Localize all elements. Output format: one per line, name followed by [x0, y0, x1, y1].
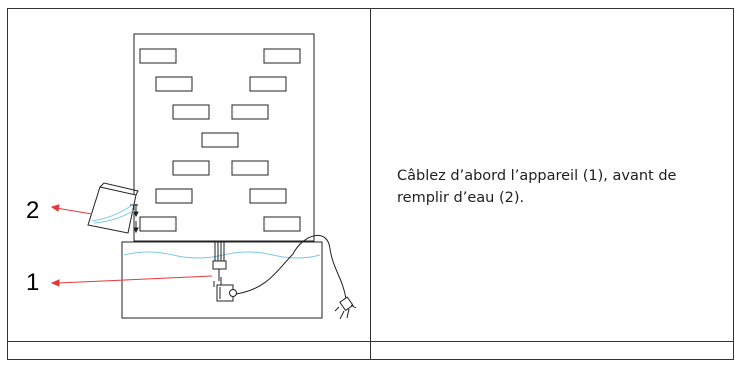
installation-diagram: [50, 33, 357, 320]
power-cable: [235, 234, 347, 300]
water-surface: [123, 251, 321, 259]
callout-arrow-2: [50, 204, 93, 215]
table-bottom-line: [7, 341, 734, 342]
callout-label-2: 2: [26, 197, 40, 224]
instruction-text: Câblez d’abord l’appareil (1), avant de …: [397, 168, 677, 206]
illustration-cell: 2 1: [8, 9, 369, 340]
water-jug-icon: [87, 182, 139, 234]
cell-divider: [370, 8, 371, 360]
callout-arrow-1: [50, 275, 213, 287]
pour-stream-2: [91, 204, 133, 222]
pour-arrows: [133, 204, 139, 234]
pump-icon: [216, 284, 237, 302]
panel-slots: [139, 48, 301, 232]
water-basin: [121, 241, 323, 319]
pipes: [212, 241, 227, 289]
plug-icon: [334, 296, 357, 320]
pour-stream: [93, 208, 137, 224]
callout-label-1: 1: [26, 269, 40, 296]
text-cell: Câblez d’abord l’appareil (1), avant de …: [371, 9, 733, 340]
